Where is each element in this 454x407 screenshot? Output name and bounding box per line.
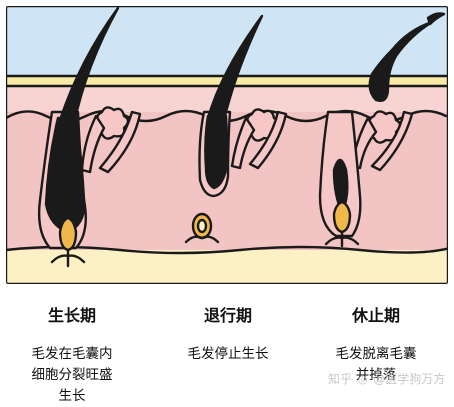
anagen-follicle: [37, 6, 142, 268]
subcutaneous-layer: [6, 248, 448, 284]
watermark: 知乎 ◎ @医学狗万方: [328, 370, 454, 387]
stage-title-anagen: 生长期: [47, 306, 96, 325]
catagen-follicle: [184, 14, 288, 244]
watermark-site: 知乎: [328, 372, 353, 386]
stage-desc-telogen: 毛发脱离毛囊 并掉落: [306, 344, 446, 386]
stage-desc-line: 毛发脱离毛囊: [335, 346, 417, 362]
stage-desc-line: 并掉落: [355, 367, 397, 383]
stage-desc-line: 毛发停止生长: [187, 346, 269, 362]
stage-desc-line: 生长: [58, 388, 86, 404]
stage-title-telogen: 休止期: [351, 306, 400, 325]
at-sign-icon: ◎: [357, 373, 368, 386]
stage-title-catagen: 退行期: [203, 306, 252, 325]
watermark-author: @医学狗万方: [373, 372, 446, 386]
stage-desc-catagen: 毛发停止生长: [158, 344, 298, 365]
air-background: [6, 6, 448, 80]
stage-desc-line: 细胞分裂旺盛: [31, 367, 113, 383]
telogen-follicle: [318, 12, 446, 248]
stage-desc-line: 毛发在毛囊内: [31, 346, 113, 362]
hair-growth-cycle-illustration: [6, 6, 448, 284]
dermis-boundary: [6, 245, 448, 255]
stage-desc-anagen: 毛发在毛囊内 细胞分裂旺盛 生长: [2, 344, 142, 407]
